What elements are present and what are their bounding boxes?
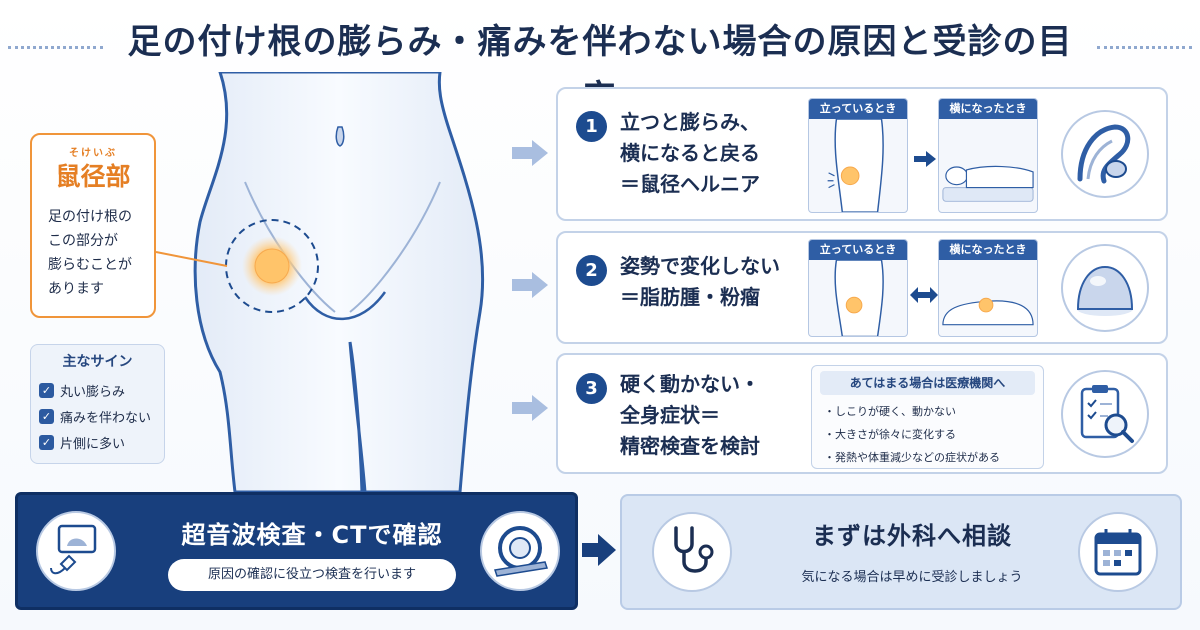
signs-title: 主なサイン: [62, 354, 133, 370]
lying-panel: 横になったとき: [938, 239, 1038, 337]
lying-panel: 横になったとき: [938, 98, 1038, 213]
checklist-box: あてはまる場合は医療機関へ しこりが硬く、動かない 大きさが徐々に変化する 発熱…: [811, 365, 1044, 469]
cause-card-detailed-exam: 3 硬く動かない・ 全身症状＝ 精密検査を検討 あてはまる場合は医療機関へ しこ…: [556, 353, 1168, 474]
panel-label: 横になったとき: [939, 240, 1037, 260]
groin-crease-right: [349, 181, 441, 313]
test-subtitle: 原因の確認に役立つ検査を行います: [168, 559, 456, 591]
main-signs-box: 主なサイン ✓ 丸い膨らみ ✓ 痛みを伴わない ✓ 片側に多い: [30, 344, 165, 464]
cause-title: 硬く動かない・ 全身症状＝ 精密検査を検討: [620, 372, 760, 458]
checklist-title: あてはまる場合は医療機関へ: [820, 371, 1035, 395]
lying-person-illustration: [942, 165, 1034, 202]
callout-leader-line: [155, 251, 228, 267]
sign-item: ✓ 丸い膨らみ: [39, 377, 151, 403]
checkbox-icon: ✓: [39, 382, 54, 398]
cause-card-lipoma-cyst: 2 姿勢で変化しない ＝脂肪腫・粉瘤 立っているとき 横になったとき: [556, 231, 1168, 344]
checklist-item: 大きさが徐々に変化する: [824, 423, 1043, 446]
test-title: 超音波検査・CTで確認: [181, 521, 443, 549]
consult-box: まずは外科へ相談 気になる場合は早めに受診しましょう: [620, 494, 1182, 610]
checkbox-icon: ✓: [39, 408, 54, 424]
number-badge: 2: [576, 255, 607, 286]
double-arrow-icon: [910, 287, 938, 303]
cause-title: 立つと膨らみ、 横になると戻る ＝鼠径ヘルニア: [620, 110, 760, 196]
stethoscope-icon: [652, 512, 732, 592]
consult-title: まずは外科へ相談: [812, 522, 1012, 550]
cause-title: 姿勢で変化しない ＝脂肪腫・粉瘤: [620, 254, 780, 309]
groin-callout: そけいぶ 鼠径部 足の付け根の この部分が 膨らむことが あります: [30, 133, 156, 318]
arrow-right-icon: [914, 151, 936, 167]
number-badge: 3: [576, 373, 607, 404]
sign-label: 痛みを伴わない: [60, 410, 152, 426]
arrow-right-icon: [512, 140, 548, 166]
calendar-icon: [1078, 512, 1158, 592]
sign-item: ✓ 痛みを伴わない: [39, 403, 151, 429]
checkbox-icon: ✓: [39, 434, 54, 450]
sign-item: ✓ 片側に多い: [39, 429, 151, 455]
title-row: 足の付け根の膨らみ・痛みを伴わない場合の原因と受診の目安: [0, 14, 1200, 118]
checklist-item: しこりが硬く、動かない: [824, 400, 1043, 423]
standing-leg-illustration: [834, 260, 884, 336]
consult-subtitle: 気になる場合は早めに受診しましょう: [801, 570, 1023, 585]
ultrasound-icon: [36, 511, 116, 591]
sign-label: 丸い膨らみ: [60, 384, 126, 400]
signs-list: ✓ 丸い膨らみ ✓ 痛みを伴わない ✓ 片側に多い: [39, 377, 151, 455]
clipboard-magnifier-icon: [1061, 370, 1149, 458]
navel: [335, 126, 345, 147]
hernia-icon: [1061, 110, 1149, 198]
crotch-line: [303, 291, 387, 321]
panel-label: 立っているとき: [809, 99, 907, 119]
test-box: 超音波検査・CTで確認 原因の確認に役立つ検査を行います: [15, 492, 578, 610]
sign-label: 片側に多い: [60, 436, 126, 452]
standing-leg-illustration: [827, 119, 884, 212]
cause-card-inguinal-hernia: 1 立つと膨らみ、 横になると戻る ＝鼠径ヘルニア 立っているとき 横になったと…: [556, 87, 1168, 221]
body-silhouette: [155, 72, 485, 492]
checklist-item: 発熱や体重減少などの症状がある: [824, 446, 1043, 469]
checklist-items: しこりが硬く、動かない 大きさが徐々に変化する 発熱や体重減少などの症状がある: [824, 400, 1043, 469]
title-dots-left: [8, 46, 103, 49]
title-dots-right: [1097, 46, 1192, 49]
arrow-right-icon: [512, 272, 548, 298]
page-title: 足の付け根の膨らみ・痛みを伴わない場合の原因と受診の目安: [127, 22, 1073, 118]
groin-ruby: そけいぶ: [69, 148, 117, 159]
groin-term: 鼠径部: [55, 162, 131, 191]
groin-description: 足の付け根の この部分が 膨らむことが あります: [48, 209, 132, 297]
arrow-right-icon: [582, 534, 616, 566]
panel-label: 横になったとき: [939, 99, 1037, 119]
standing-panel: 立っているとき: [808, 98, 908, 213]
lump-core: [254, 248, 290, 284]
arrow-right-icon: [512, 395, 548, 421]
ct-scanner-icon: [480, 511, 560, 591]
panel-label: 立っているとき: [809, 240, 907, 260]
number-badge: 1: [576, 111, 607, 142]
lump-icon: [1061, 244, 1149, 332]
lying-body-illustration: [942, 297, 1034, 326]
torso-outline: [193, 72, 485, 492]
standing-panel: 立っているとき: [808, 239, 908, 337]
